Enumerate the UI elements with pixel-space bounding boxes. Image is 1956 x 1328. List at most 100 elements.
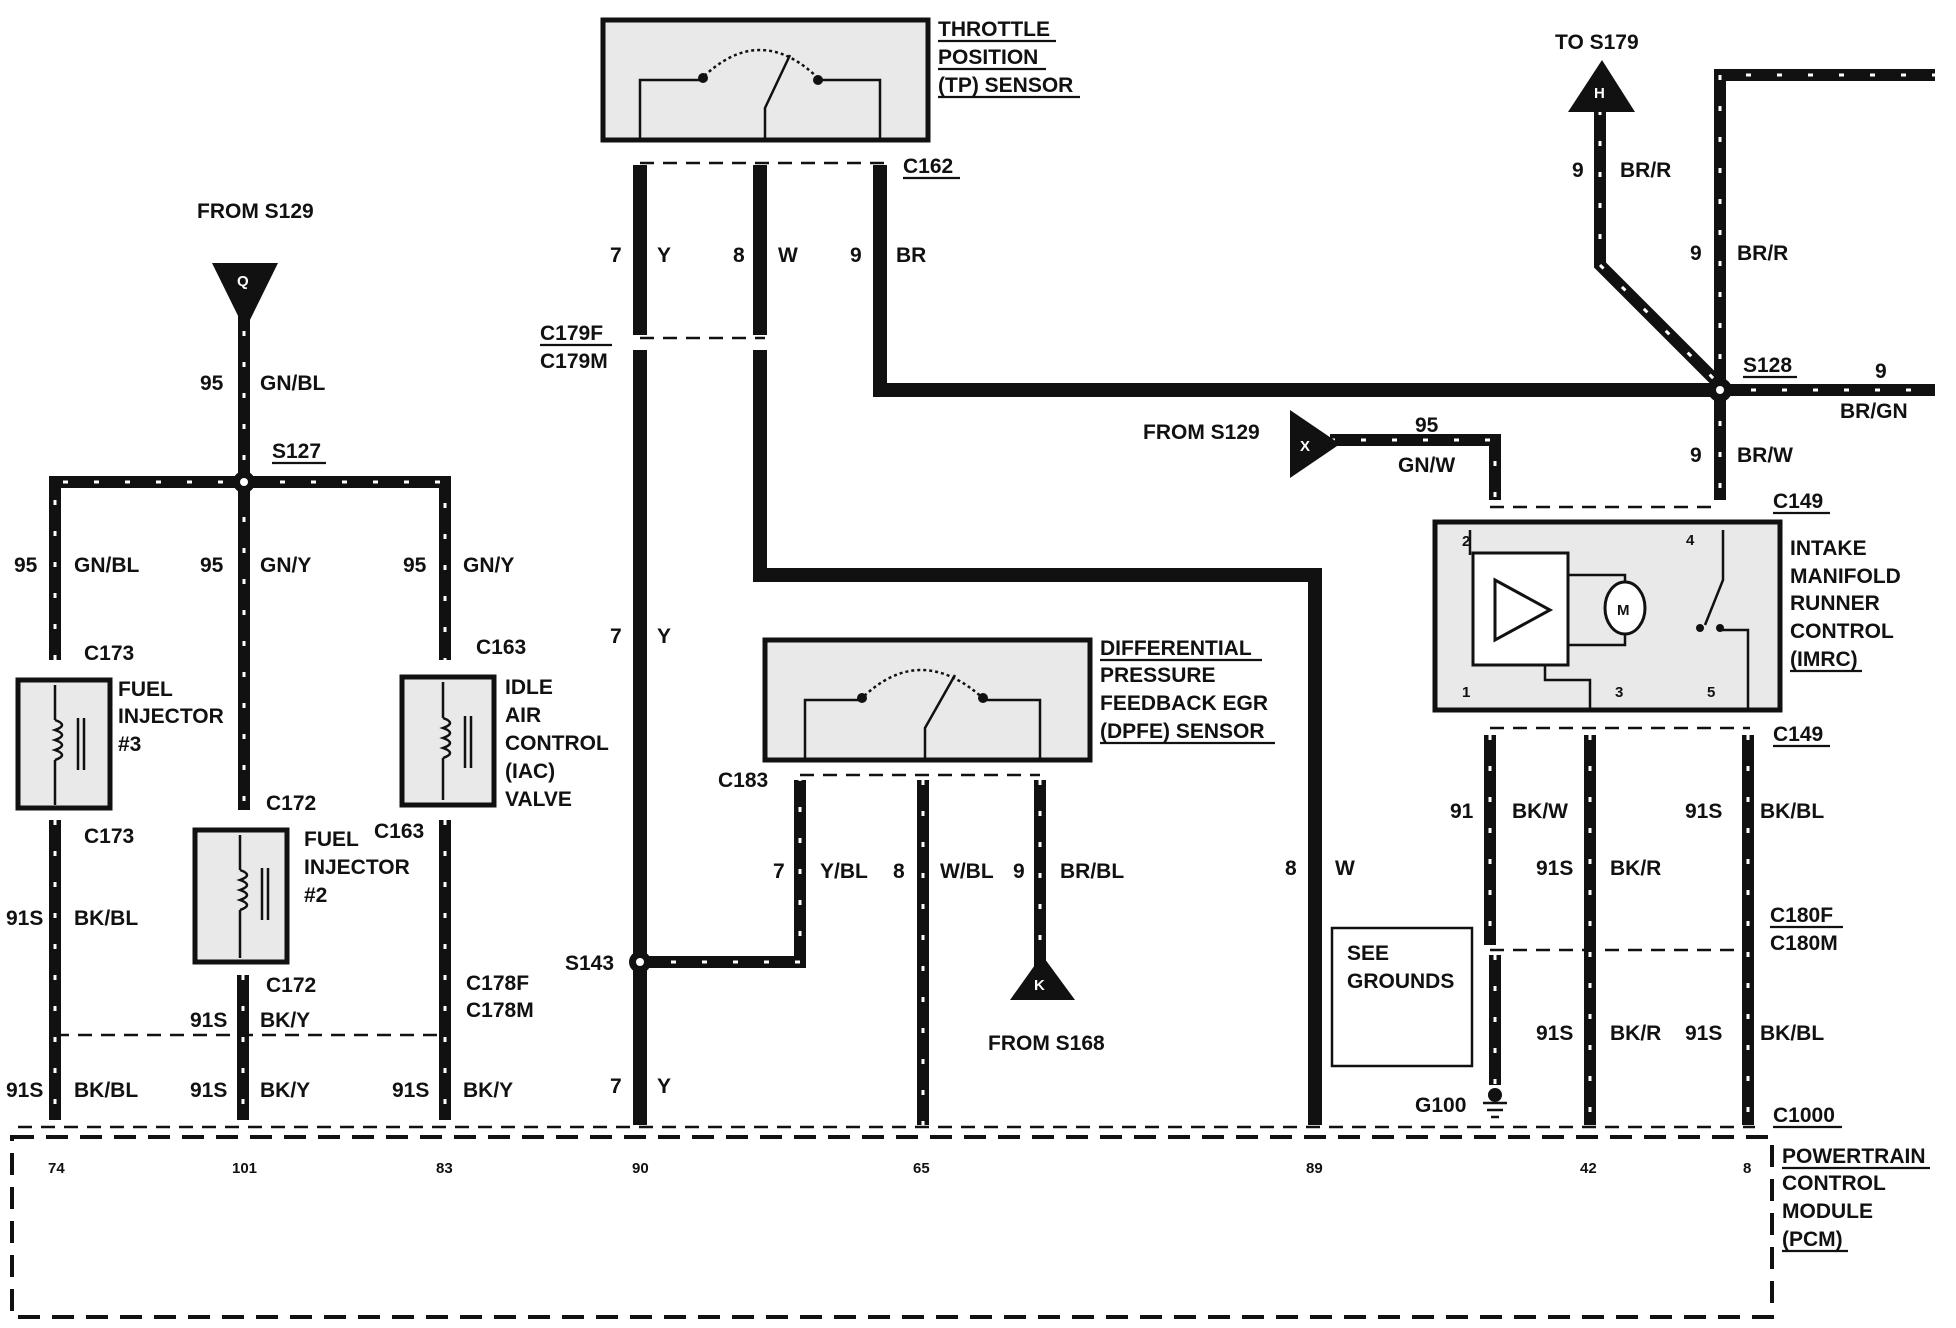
svg-text:9: 9 xyxy=(1572,159,1584,182)
svg-text:101: 101 xyxy=(232,1160,257,1177)
svg-text:Y/BL: Y/BL xyxy=(820,860,868,883)
svg-text:95: 95 xyxy=(200,554,224,577)
pcm-label: POWERTRAIN CONTROL MODULE (PCM) xyxy=(1782,1145,1926,1251)
s128-label: S128 xyxy=(1743,354,1792,377)
svg-text:BR/R: BR/R xyxy=(1737,242,1788,265)
svg-text:Y: Y xyxy=(657,244,671,267)
svg-text:BK/BL: BK/BL xyxy=(74,907,138,930)
svg-text:GN/BL: GN/BL xyxy=(74,554,140,577)
svg-text:5: 5 xyxy=(1707,684,1715,701)
pcm-pin-numbers: 74 101 83 90 65 89 42 8 xyxy=(48,1160,1751,1177)
from-s168: FROM S168 xyxy=(988,1032,1105,1055)
svg-text:PRESSURE: PRESSURE xyxy=(1100,664,1216,687)
svg-text:7: 7 xyxy=(773,860,785,883)
svg-text:SEE: SEE xyxy=(1347,942,1389,965)
tp-sensor xyxy=(600,17,931,143)
svg-text:91S: 91S xyxy=(1685,1022,1722,1045)
svg-text:POSITION: POSITION xyxy=(938,46,1038,69)
svg-text:C172: C172 xyxy=(266,974,316,997)
fuel-injector-2-label: FUEL INJECTOR #2 xyxy=(304,828,410,907)
svg-text:C179M: C179M xyxy=(540,350,608,373)
svg-text:(IAC): (IAC) xyxy=(505,760,555,783)
svg-text:83: 83 xyxy=(436,1160,453,1177)
svg-text:INJECTOR: INJECTOR xyxy=(304,856,410,879)
svg-text:#3: #3 xyxy=(118,733,141,756)
svg-text:FUEL: FUEL xyxy=(118,678,173,701)
imrc-module: M xyxy=(1432,519,1783,713)
svg-text:C173: C173 xyxy=(84,642,134,665)
svg-text:9: 9 xyxy=(1013,860,1025,883)
svg-text:1: 1 xyxy=(1462,684,1470,701)
svg-text:FUEL: FUEL xyxy=(304,828,359,851)
svg-text:BK/BL: BK/BL xyxy=(74,1079,138,1102)
svg-text:THROTTLE: THROTTLE xyxy=(938,18,1050,41)
svg-text:INJECTOR: INJECTOR xyxy=(118,705,224,728)
svg-text:9: 9 xyxy=(1690,242,1702,265)
iac-valve-label: IDLE AIR CONTROL (IAC) VALVE xyxy=(505,676,609,811)
s143-label: S143 xyxy=(565,952,614,975)
ref-x: X xyxy=(1290,410,1340,478)
svg-text:BR/GN: BR/GN xyxy=(1840,400,1908,423)
svg-text:(PCM): (PCM) xyxy=(1782,1228,1843,1251)
svg-text:8: 8 xyxy=(1743,1160,1751,1177)
svg-text:BR/R: BR/R xyxy=(1620,159,1671,182)
svg-text:GN/Y: GN/Y xyxy=(260,554,311,577)
svg-text:C178F: C178F xyxy=(466,972,529,995)
svg-text:95: 95 xyxy=(403,554,427,577)
svg-text:CONTROL: CONTROL xyxy=(1782,1172,1886,1195)
dpfe-sensor xyxy=(762,637,1093,763)
svg-text:INTAKE: INTAKE xyxy=(1790,537,1867,560)
svg-text:91S: 91S xyxy=(190,1009,227,1032)
see-grounds-label: SEE GROUNDS xyxy=(1347,942,1454,993)
svg-text:X: X xyxy=(1300,438,1310,455)
fuel-injector-3 xyxy=(15,677,113,811)
svg-text:Y: Y xyxy=(657,625,671,648)
svg-text:C173: C173 xyxy=(84,825,134,848)
svg-text:GN/W: GN/W xyxy=(1398,454,1455,477)
svg-text:BK/Y: BK/Y xyxy=(260,1009,310,1032)
svg-text:91S: 91S xyxy=(1536,1022,1573,1045)
ref-k: K xyxy=(1010,955,1075,1000)
svg-text:W: W xyxy=(1335,857,1355,880)
wire-labels: 7 Y 8 W 9 BR 7 Y 7 Y 95 GN/BL 95 GN/BL 9… xyxy=(6,159,1908,1102)
svg-text:C163: C163 xyxy=(374,820,424,843)
see-grounds-box xyxy=(1330,926,1474,1068)
ground-g100 xyxy=(1483,1088,1507,1119)
svg-text:W: W xyxy=(778,244,798,267)
svg-text:C183: C183 xyxy=(718,769,768,792)
svg-text:89: 89 xyxy=(1306,1160,1323,1177)
svg-text:POWERTRAIN: POWERTRAIN xyxy=(1782,1145,1926,1168)
svg-text:C149: C149 xyxy=(1773,490,1823,513)
svg-text:BK/Y: BK/Y xyxy=(260,1079,310,1102)
svg-text:GN/BL: GN/BL xyxy=(260,372,326,395)
svg-text:9: 9 xyxy=(850,244,862,267)
svg-text:H: H xyxy=(1594,85,1605,102)
svg-text:65: 65 xyxy=(913,1160,930,1177)
pcm-box xyxy=(10,1135,1774,1319)
svg-text:BR: BR xyxy=(896,244,926,267)
imrc-pins: 2 4 1 3 5 xyxy=(1462,532,1715,701)
svg-text:GROUNDS: GROUNDS xyxy=(1347,970,1454,993)
iac-valve xyxy=(399,674,497,808)
fuel-injector-3-label: FUEL INJECTOR #3 xyxy=(118,678,224,756)
svg-text:K: K xyxy=(1034,977,1045,994)
svg-text:(TP) SENSOR: (TP) SENSOR xyxy=(938,74,1073,97)
svg-text:(IMRC): (IMRC) xyxy=(1790,648,1858,671)
s127-label: S127 xyxy=(272,440,321,463)
imrc-motor-label: M xyxy=(1617,602,1630,619)
imrc-label: INTAKE MANIFOLD RUNNER CONTROL (IMRC) xyxy=(1790,537,1901,671)
svg-text:C172: C172 xyxy=(266,792,316,815)
dpfe-sensor-label: DIFFERENTIAL PRESSURE FEEDBACK EGR (DPFE… xyxy=(1100,637,1268,743)
svg-text:8: 8 xyxy=(733,244,745,267)
svg-text:95: 95 xyxy=(14,554,38,577)
from-s129-right: FROM S129 xyxy=(1143,421,1260,444)
to-s179: TO S179 xyxy=(1555,31,1639,54)
connector-labels: C162 C179F C179M C173 C173 C172 C172 C16… xyxy=(84,155,1838,1127)
svg-text:BK/R: BK/R xyxy=(1610,1022,1661,1045)
svg-text:BK/R: BK/R xyxy=(1610,857,1661,880)
svg-text:8: 8 xyxy=(1285,857,1297,880)
svg-text:91S: 91S xyxy=(392,1079,429,1102)
svg-text:C162: C162 xyxy=(903,155,953,178)
svg-text:C149: C149 xyxy=(1773,723,1823,746)
